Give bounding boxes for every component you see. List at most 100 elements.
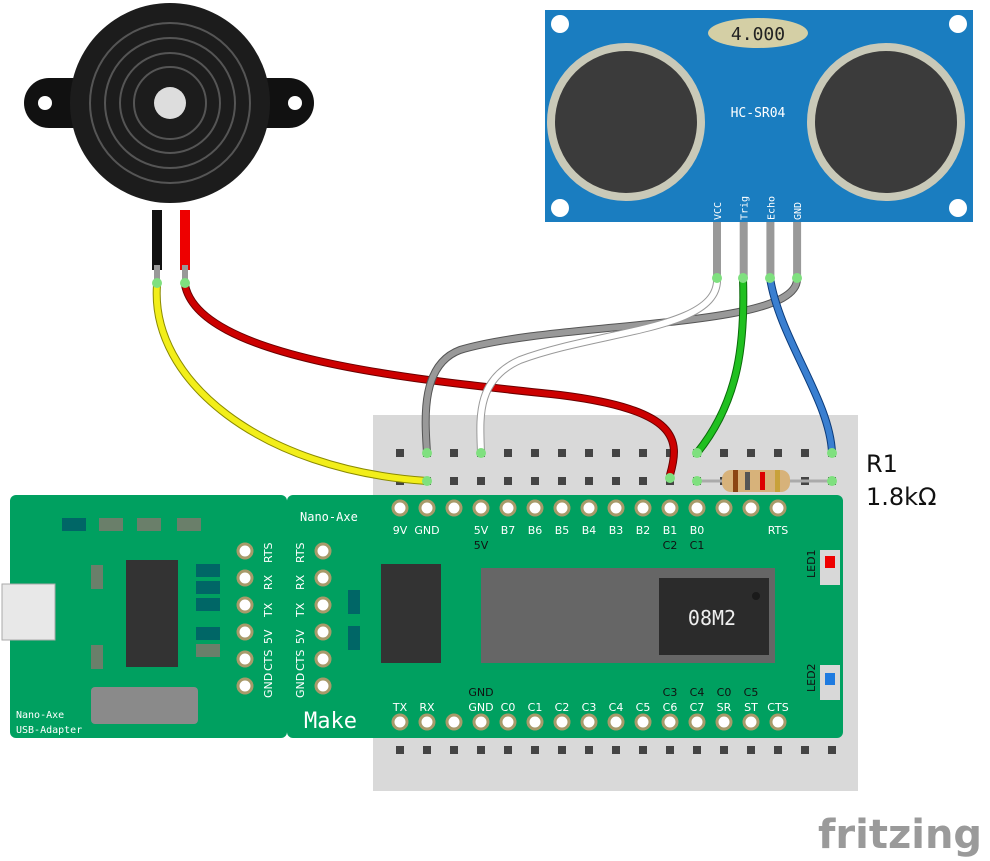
breadboard-hole[interactable]	[504, 477, 512, 485]
top-pin-label: B7	[501, 524, 516, 537]
breadboard-hole[interactable]	[828, 746, 836, 754]
breadboard-hole[interactable]	[558, 746, 566, 754]
nano-bottom-pin[interactable]	[634, 713, 652, 731]
top-pin-label: B3	[609, 524, 624, 537]
breadboard-hole[interactable]	[504, 746, 512, 754]
breadboard-hole[interactable]	[612, 449, 620, 457]
breadboard-hole[interactable]	[531, 746, 539, 754]
resistor-r1	[697, 470, 832, 492]
adapter-header-pin[interactable]	[236, 569, 254, 587]
breadboard-hole[interactable]	[639, 477, 647, 485]
micro-usb-port[interactable]	[1, 583, 56, 641]
nano-top-pin[interactable]	[580, 499, 598, 517]
breadboard-hole[interactable]	[396, 746, 404, 754]
bottom-pin-label: C4	[609, 701, 624, 714]
top-pin-alt-label: 5V	[474, 539, 489, 552]
nano-bottom-pin[interactable]	[526, 713, 544, 731]
nano-top-pin[interactable]	[769, 499, 787, 517]
nano-top-pin[interactable]	[499, 499, 517, 517]
nano-header-label: 5V	[294, 629, 307, 644]
nano-header-pin[interactable]	[314, 650, 332, 668]
nano-top-pin[interactable]	[607, 499, 625, 517]
bottom-pin-label: RX	[419, 701, 435, 714]
nano-top-pin[interactable]	[391, 499, 409, 517]
bottom-pin-alt-label: C0	[717, 686, 732, 699]
breadboard-hole[interactable]	[774, 449, 782, 457]
nano-top-pin[interactable]	[445, 499, 463, 517]
breadboard-hole[interactable]	[585, 746, 593, 754]
breadboard-hole[interactable]	[504, 449, 512, 457]
nano-top-pin[interactable]	[742, 499, 760, 517]
nano-top-pin[interactable]	[634, 499, 652, 517]
nano-bottom-pin[interactable]	[580, 713, 598, 731]
adapter-header-pin[interactable]	[236, 623, 254, 641]
nano-header-pin[interactable]	[314, 542, 332, 560]
breadboard-hole[interactable]	[774, 746, 782, 754]
nano-bottom-pin[interactable]	[391, 713, 409, 731]
adapter-header-pin[interactable]	[236, 677, 254, 695]
adapter-line2: USB-Adapter	[16, 725, 82, 736]
breadboard-hole[interactable]	[666, 746, 674, 754]
nano-bottom-pin[interactable]	[742, 713, 760, 731]
breadboard-hole[interactable]	[747, 449, 755, 457]
breadboard-hole[interactable]	[801, 746, 809, 754]
nano-top-pin[interactable]	[715, 499, 733, 517]
sensor-pin	[713, 222, 721, 278]
nano-header-label: GND	[294, 673, 307, 698]
nano-bottom-pin[interactable]	[499, 713, 517, 731]
nano-bottom-pin[interactable]	[715, 713, 733, 731]
sensor-pin-label: GND	[793, 202, 804, 220]
nano-header-pin[interactable]	[314, 623, 332, 641]
adapter-header-label: RX	[262, 574, 275, 590]
nano-bottom-pin[interactable]	[688, 713, 706, 731]
nano-bottom-pin[interactable]	[553, 713, 571, 731]
breadboard-hole[interactable]	[585, 477, 593, 485]
nano-top-pin[interactable]	[553, 499, 571, 517]
breadboard-hole[interactable]	[801, 449, 809, 457]
adapter-header-pin[interactable]	[236, 596, 254, 614]
breadboard-hole[interactable]	[612, 477, 620, 485]
breadboard-hole[interactable]	[450, 746, 458, 754]
breadboard-hole[interactable]	[585, 449, 593, 457]
breadboard-hole[interactable]	[558, 449, 566, 457]
breadboard-hole[interactable]	[558, 477, 566, 485]
nano-top-pin[interactable]	[418, 499, 436, 517]
breadboard-hole[interactable]	[450, 449, 458, 457]
breadboard-hole[interactable]	[450, 477, 458, 485]
nano-bottom-pin[interactable]	[661, 713, 679, 731]
picaxe-chip	[659, 578, 769, 655]
breadboard-hole[interactable]	[639, 449, 647, 457]
breadboard-hole[interactable]	[612, 746, 620, 754]
nano-header-pin[interactable]	[314, 569, 332, 587]
nano-header-pin[interactable]	[314, 596, 332, 614]
sensor-pin	[739, 222, 748, 278]
nano-top-pin[interactable]	[526, 499, 544, 517]
nano-bottom-pin[interactable]	[445, 713, 463, 731]
breadboard-hole[interactable]	[396, 449, 404, 457]
nano-bottom-pin[interactable]	[769, 713, 787, 731]
breadboard-hole[interactable]	[477, 746, 485, 754]
transducer-right	[807, 43, 965, 201]
breadboard-hole[interactable]	[423, 746, 431, 754]
breadboard-hole[interactable]	[531, 449, 539, 457]
adapter-header-pin[interactable]	[236, 650, 254, 668]
led1-label: LED1	[805, 549, 818, 578]
adapter-header-pin[interactable]	[236, 542, 254, 560]
breadboard-hole[interactable]	[693, 746, 701, 754]
nano-header-label: CTS	[294, 650, 307, 671]
breadboard-hole[interactable]	[747, 746, 755, 754]
breadboard-hole[interactable]	[720, 449, 728, 457]
nano-bottom-pin[interactable]	[418, 713, 436, 731]
nano-top-pin[interactable]	[688, 499, 706, 517]
breadboard-hole[interactable]	[531, 477, 539, 485]
nano-top-pin[interactable]	[661, 499, 679, 517]
breadboard-hole[interactable]	[639, 746, 647, 754]
nano-top-pin[interactable]	[472, 499, 490, 517]
nano-bottom-pin[interactable]	[607, 713, 625, 731]
breadboard-hole[interactable]	[477, 477, 485, 485]
nano-bottom-pin[interactable]	[472, 713, 490, 731]
breadboard-hole[interactable]	[720, 746, 728, 754]
nano-header-pin[interactable]	[314, 677, 332, 695]
